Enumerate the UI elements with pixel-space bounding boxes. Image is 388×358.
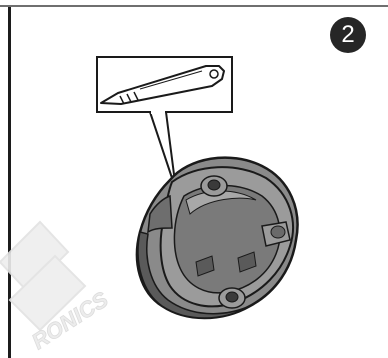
utility-knife-icon [100,65,225,105]
screw-boss-bottom [218,287,246,309]
top-divider [0,5,388,7]
screw-boss-top [200,175,228,197]
round-mounting-box-icon [135,156,299,320]
step-number-badge: 2 [330,17,366,53]
left-border [8,7,11,358]
knockout-tab [261,221,291,247]
watermark-logo [0,220,87,332]
